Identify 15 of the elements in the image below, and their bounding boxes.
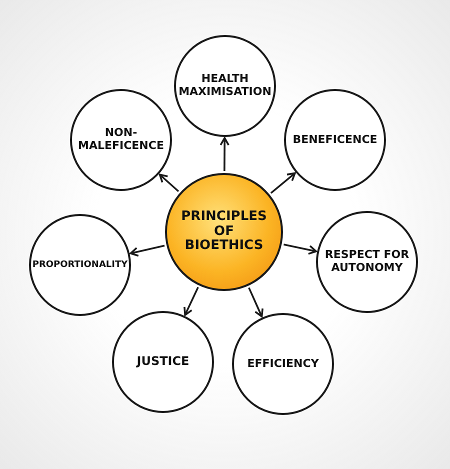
- concept-label: JUSTICE: [135, 355, 190, 369]
- concept-label: PRINCIPLES OF BIOETHICS: [180, 210, 268, 254]
- concept-label: PROPORTIONALITY: [31, 260, 129, 270]
- concept-label: BENEFICENCE: [292, 134, 378, 146]
- arrow: [130, 244, 165, 257]
- concept-label: NON-MALEFICENCE: [77, 127, 165, 153]
- arrow: [270, 172, 296, 194]
- arrow: [220, 137, 230, 171]
- arrow: [284, 244, 317, 255]
- concept-label: RESPECT FOR AUTONOMY: [324, 249, 410, 275]
- arrow: [184, 286, 199, 316]
- arrow: [248, 287, 264, 318]
- concept-label: HEALTH MAXIMISATION: [178, 73, 272, 99]
- concept-label: EFFICIENCY: [246, 358, 320, 370]
- arrow: [158, 174, 180, 192]
